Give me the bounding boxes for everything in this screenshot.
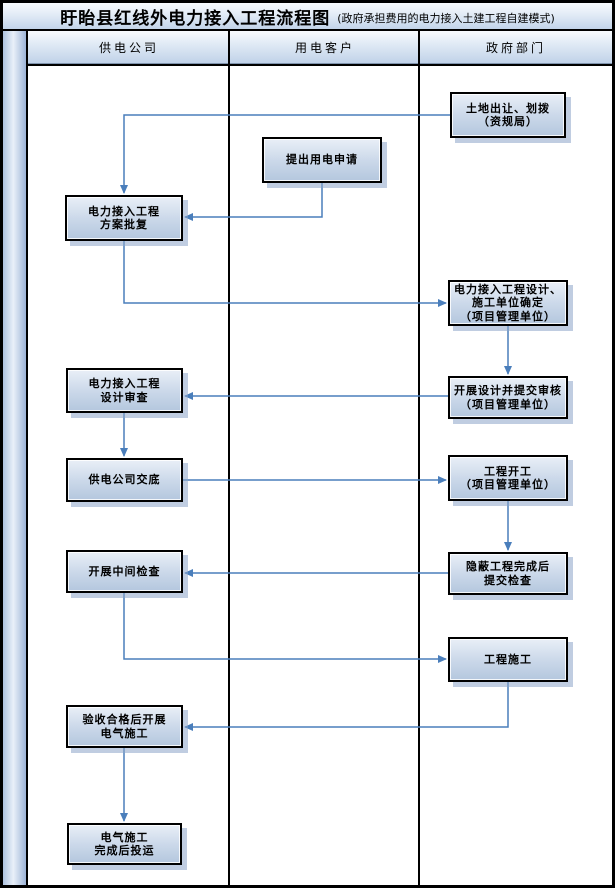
lane-header-government: 政府部门: [420, 31, 612, 64]
flow-node-label: 隐蔽工程完成后: [466, 560, 550, 574]
flow-node-label: 工程开工: [484, 464, 532, 478]
flow-node-label: 电力接入工程设计、: [454, 282, 562, 296]
lane-header-power-customer: 用电客户: [230, 31, 420, 64]
flow-node-label: 电力接入工程: [88, 377, 161, 391]
flow-edge-construction-to-electrical-start: [184, 682, 509, 731]
lane-header-supply-company: 供电公司: [28, 31, 230, 64]
flow-node-label: 施工单位确定: [472, 296, 544, 310]
lane-divider: [228, 31, 230, 885]
flow-edge-mid-check-to-construction: [123, 593, 447, 663]
left-side-strip: [3, 31, 28, 885]
flow-node-label: 方案批复: [100, 218, 148, 231]
flow-node-hidden-check: 隐蔽工程完成后提交检查: [448, 552, 568, 595]
flow-node-label: 验收合格后开展: [82, 713, 167, 727]
flow-node-label: 开展中间检查: [88, 564, 161, 578]
title-bar: 盱眙县红线外电力接入工程流程图 (政府承担费用的电力接入土建工程自建模式): [3, 3, 612, 31]
flow-node-design-review: 电力接入工程设计审查: [66, 368, 183, 413]
flow-node-label: 工程施工: [484, 652, 532, 666]
flow-node-label: （项目管理单位）: [460, 309, 556, 323]
flow-node-label: 提出用电申请: [286, 153, 358, 167]
flow-node-operation: 电气施工完成后投运: [67, 823, 182, 865]
flow-node-design-submit: 开展设计并提交审核（项目管理单位）: [448, 376, 568, 419]
flow-node-disclosure: 供电公司交底: [66, 458, 183, 502]
flow-node-land-transfer: 土地出让、划拨（资规局）: [450, 92, 566, 138]
flow-node-label: 电力接入工程: [88, 204, 160, 218]
flow-node-label: （资规局）: [478, 115, 538, 128]
flow-node-label: （项目管理单位）: [460, 397, 556, 411]
flow-node-construction: 工程施工: [448, 637, 568, 682]
lane-divider: [418, 31, 420, 885]
flow-node-label: 提交检查: [484, 573, 532, 587]
flow-node-label: （项目管理单位）: [460, 478, 556, 491]
flow-node-mid-check: 开展中间检查: [66, 550, 183, 593]
flow-edge-plan-approval-to-design-unit: [123, 241, 447, 307]
page-subtitle: (政府承担费用的电力接入土建工程自建模式): [337, 11, 555, 25]
flow-node-plan-approval: 电力接入工程方案批复: [65, 195, 183, 241]
page-title: 盱眙县红线外电力接入工程流程图: [60, 8, 331, 29]
flow-node-label: 电气施工: [100, 830, 149, 844]
flow-edge-power-apply-to-plan-approval: [184, 183, 323, 221]
flow-node-label: 开展设计并提交审核: [454, 384, 562, 398]
flow-node-electrical-start: 验收合格后开展电气施工: [66, 705, 183, 748]
flow-node-design-unit: 电力接入工程设计、施工单位确定（项目管理单位）: [448, 280, 568, 326]
flow-node-label: 土地出让、划拨: [466, 101, 550, 115]
flow-node-label: 供电公司交底: [88, 473, 161, 487]
flow-node-power-apply: 提出用电申请: [262, 137, 382, 183]
lane-header-band: 供电公司 用电客户 政府部门: [28, 31, 612, 66]
flow-node-start-work: 工程开工（项目管理单位）: [448, 455, 568, 501]
flow-node-label: 设计审查: [100, 390, 149, 404]
flow-node-label: 电气施工: [100, 726, 149, 740]
flow-node-label: 完成后投运: [94, 844, 155, 857]
